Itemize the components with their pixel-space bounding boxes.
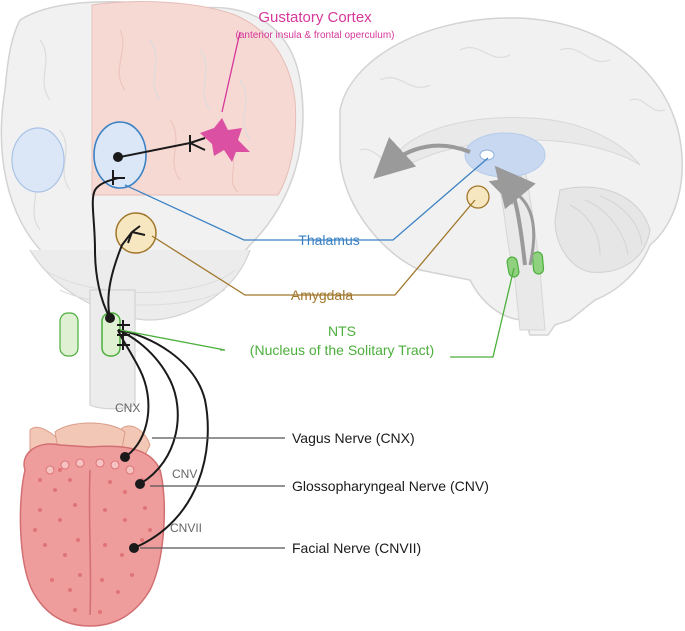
facial-receptor-dot — [129, 543, 139, 553]
nts-neuron-dot — [105, 313, 115, 323]
leader-lines — [119, 31, 515, 549]
facial-nerve-label: Facial Nerve (CNVII) — [292, 540, 421, 556]
glosso-nerve-label: Glossopharyngeal Nerve (CNV) — [292, 478, 489, 494]
cnx-tag: CNX — [115, 401, 140, 415]
nerve-pathways — [91, 135, 209, 549]
nts-sublabel: (Nucleus of the Solitary Tract) — [250, 342, 434, 358]
thalamus-neuron-dot — [113, 152, 123, 162]
sagittal-brain — [339, 17, 683, 336]
gustatory-cortex-sublabel: (anterior insula & frontal operculum) — [236, 30, 395, 41]
vagus-receptor-dot — [120, 452, 130, 462]
nts-label: NTS — [328, 323, 356, 339]
amygdala-label: Amygdala — [291, 287, 353, 303]
gustatory-cortex-marker — [200, 118, 250, 162]
tongue — [19, 422, 166, 627]
cnv-tag: CNV — [172, 467, 197, 481]
vagus-nerve-label: Vagus Nerve (CNX) — [292, 430, 415, 446]
cnvii-tag: CNVII — [170, 521, 202, 535]
gustatory-cortex-label: Gustatory Cortex — [258, 9, 372, 26]
glosso-receptor-dot — [135, 479, 145, 489]
thalamus-label: Thalamus — [298, 232, 359, 248]
